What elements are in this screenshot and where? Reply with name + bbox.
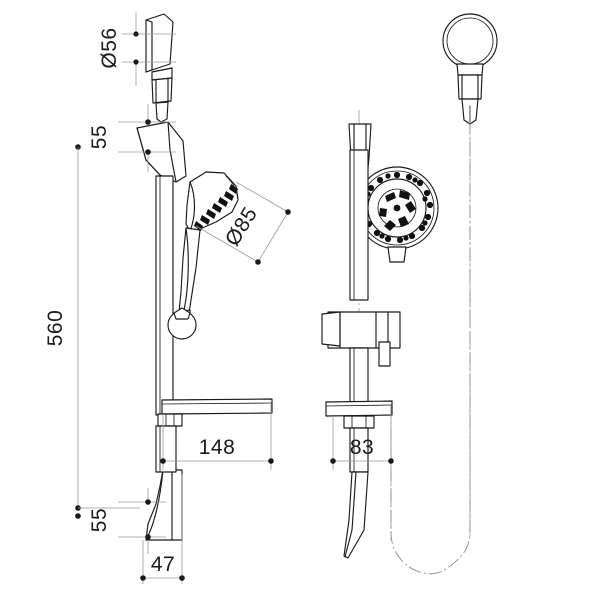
view-front-elevation — [321, 13, 498, 575]
dim-marker — [133, 31, 139, 37]
dim-marker — [268, 458, 274, 464]
wall-outlet — [145, 13, 174, 123]
dim-marker — [285, 209, 291, 215]
dimension-label-bot55: 55 — [88, 508, 111, 532]
dimension-h560: 560 — [44, 147, 140, 511]
dim-marker — [255, 259, 261, 265]
slide-rail-front — [321, 149, 401, 559]
dimension-label-h560: 560 — [44, 310, 67, 347]
dim-marker — [75, 513, 81, 519]
slider-holder — [167, 307, 197, 340]
dimension-label-top55: 55 — [88, 125, 111, 149]
shower-hose — [390, 122, 471, 575]
dim-marker — [160, 458, 166, 464]
dimension-label-dia56: Ø56 — [98, 27, 121, 68]
handshower — [175, 171, 239, 333]
dimension-top55: 55 — [75, 104, 176, 172]
dim-marker — [330, 458, 336, 464]
dimension-dia56: Ø56 — [98, 12, 176, 86]
dim-marker — [145, 534, 151, 540]
dimension-label-w148: 148 — [199, 436, 236, 459]
center-lines — [162, 28, 471, 540]
soap-dish — [157, 398, 273, 427]
dim-marker — [133, 59, 139, 65]
dim-marker — [388, 458, 394, 464]
rail-bottom-bracket — [145, 425, 183, 541]
dimension-bot55: 55 — [75, 488, 166, 554]
dimension-label-w47: 47 — [151, 553, 175, 576]
dim-marker — [145, 499, 151, 505]
dimension-label-w83: 83 — [350, 436, 374, 459]
dim-marker — [145, 119, 151, 125]
dimension-w47: 47 — [140, 474, 185, 584]
dimension-w83: 83 — [330, 416, 394, 470]
dimension-w148: 148 — [160, 404, 274, 470]
wall-outlet-front — [442, 13, 498, 125]
dim-marker — [179, 575, 185, 581]
dim-marker — [140, 575, 146, 581]
slide-rail — [155, 175, 174, 416]
dim-marker — [145, 149, 151, 155]
